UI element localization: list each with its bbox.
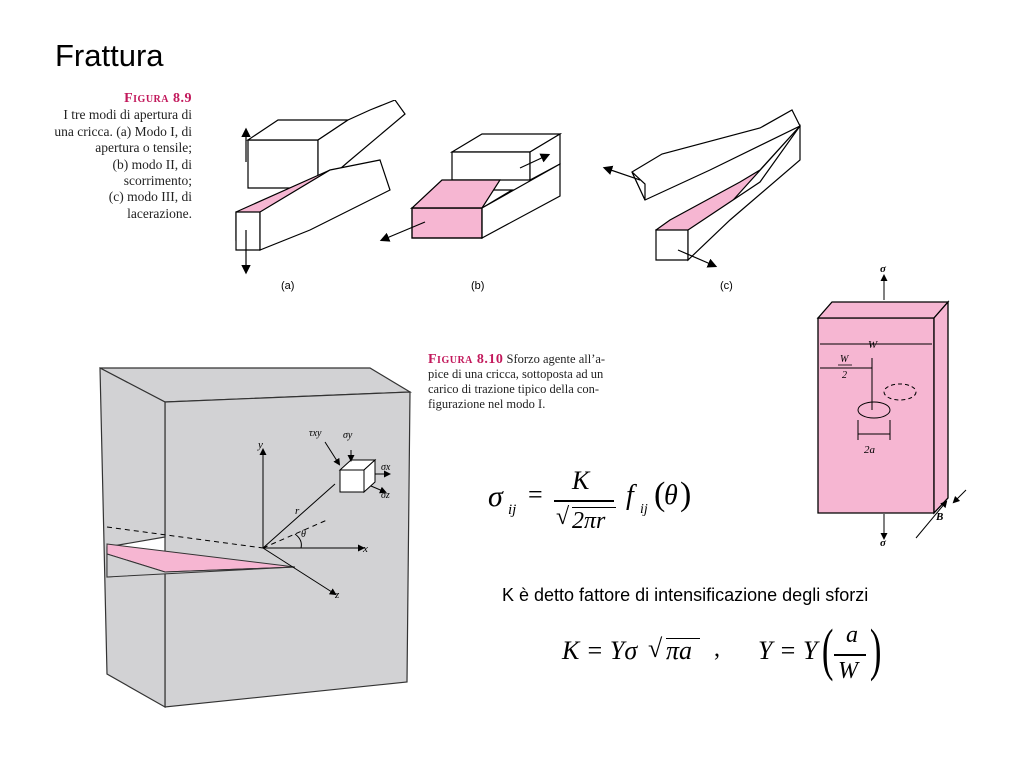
y-rhs: Y = Y xyxy=(758,636,818,665)
caption-line: Sforzo agente all’a- xyxy=(506,352,606,366)
sigma-x-label: σx xyxy=(381,462,391,473)
sqrt-content: πa xyxy=(666,636,693,665)
sigma-subscript: ij xyxy=(508,502,517,518)
axis-z-label: z xyxy=(334,589,340,601)
sigma-bottom-label: σ xyxy=(880,537,887,548)
thickness-label: B xyxy=(935,511,943,523)
sqrt-content: 2πr xyxy=(572,508,606,534)
figure-8-9-label: Figura 8.9 xyxy=(124,91,192,106)
radius-label: r xyxy=(295,505,300,517)
k-numerator: K xyxy=(572,466,590,495)
f-symbol: f xyxy=(626,480,634,511)
sqrt-symbol: √ xyxy=(648,634,663,663)
caption-line: una cricca. (a) Modo I, di xyxy=(54,123,192,139)
subfigure-label-a: (a) xyxy=(281,280,295,292)
fraction-bar xyxy=(554,500,614,502)
stress-formula: σ ij = K √ 2πr f ij ( θ ) xyxy=(486,466,716,546)
paren-open: ( xyxy=(821,617,834,682)
figure-8-9-caption: Figura 8.9 I tre modi di apertura di una… xyxy=(10,91,192,222)
paren-close: ) xyxy=(869,617,882,682)
caption-line: I tre modi di apertura di xyxy=(63,107,192,123)
sigma-top-label: σ xyxy=(880,263,887,275)
tau-xy-label: τxy xyxy=(309,428,322,439)
mode-2-drawing xyxy=(379,132,563,242)
k-formula: K = Yσ √ πa , Y = Y ( a W ) xyxy=(562,617,892,692)
caption-line: (c) modo III, di xyxy=(108,189,192,205)
caption-line: pice di una cricca, sottoposta ad un xyxy=(428,367,604,381)
crack-length-label: 2a xyxy=(864,444,876,456)
sqrt-bar xyxy=(572,507,616,509)
comma: , xyxy=(714,636,720,662)
k-lhs: K = Yσ xyxy=(562,636,638,665)
subfigure-label-b: (b) xyxy=(471,280,485,292)
paren-open: ( xyxy=(654,476,666,513)
sqrt-bar xyxy=(666,638,700,640)
paren-close: ) xyxy=(680,476,692,513)
figure-8-10-caption: Figura 8.10 Sforzo agente all’a- pice di… xyxy=(428,352,622,412)
half-width-denominator: 2 xyxy=(842,370,847,381)
fracture-modes-illustration xyxy=(235,100,801,275)
sigma-y-label: σy xyxy=(343,430,353,441)
crack-tip-block-illustration: y x z r θ τxy σy σx σz xyxy=(99,366,413,709)
specimen-illustration: σ σ W W 2 2a B xyxy=(816,263,967,548)
fraction-numerator: a xyxy=(846,622,858,648)
mode-3-drawing xyxy=(602,109,801,268)
theta-argument: θ xyxy=(664,480,678,511)
figure-8-10-label: Figura 8.10 xyxy=(428,352,504,367)
theta-label: θ xyxy=(301,529,306,540)
caption-line: (b) modo II, di xyxy=(112,156,192,172)
half-width-numerator: W xyxy=(840,354,850,365)
sigma-z-label: σz xyxy=(381,490,390,501)
caption-line: carico di trazione tipico della con- xyxy=(428,382,600,396)
fraction-bar xyxy=(834,654,866,656)
width-label: W xyxy=(868,339,878,351)
page-title: Frattura xyxy=(55,38,164,73)
caption-line: apertura o tensile; xyxy=(95,140,192,156)
caption-line: scorrimento; xyxy=(123,173,192,189)
subfigure-label-c: (c) xyxy=(720,280,733,292)
f-subscript: ij xyxy=(640,502,648,517)
grey-block xyxy=(99,366,413,709)
axis-x-label: x xyxy=(362,543,368,555)
equals-sign: = xyxy=(528,480,543,509)
sqrt-symbol: √ xyxy=(556,504,570,530)
caption-line: figurazione nel modo I. xyxy=(428,397,546,411)
mode-1-drawing xyxy=(235,100,406,275)
sigma-symbol: σ xyxy=(488,480,503,513)
caption-line: lacerazione. xyxy=(127,205,192,221)
k-description: K è detto fattore di intensificazione de… xyxy=(502,585,869,605)
axis-y-label: y xyxy=(257,439,263,451)
fraction-denominator: W xyxy=(838,658,858,684)
